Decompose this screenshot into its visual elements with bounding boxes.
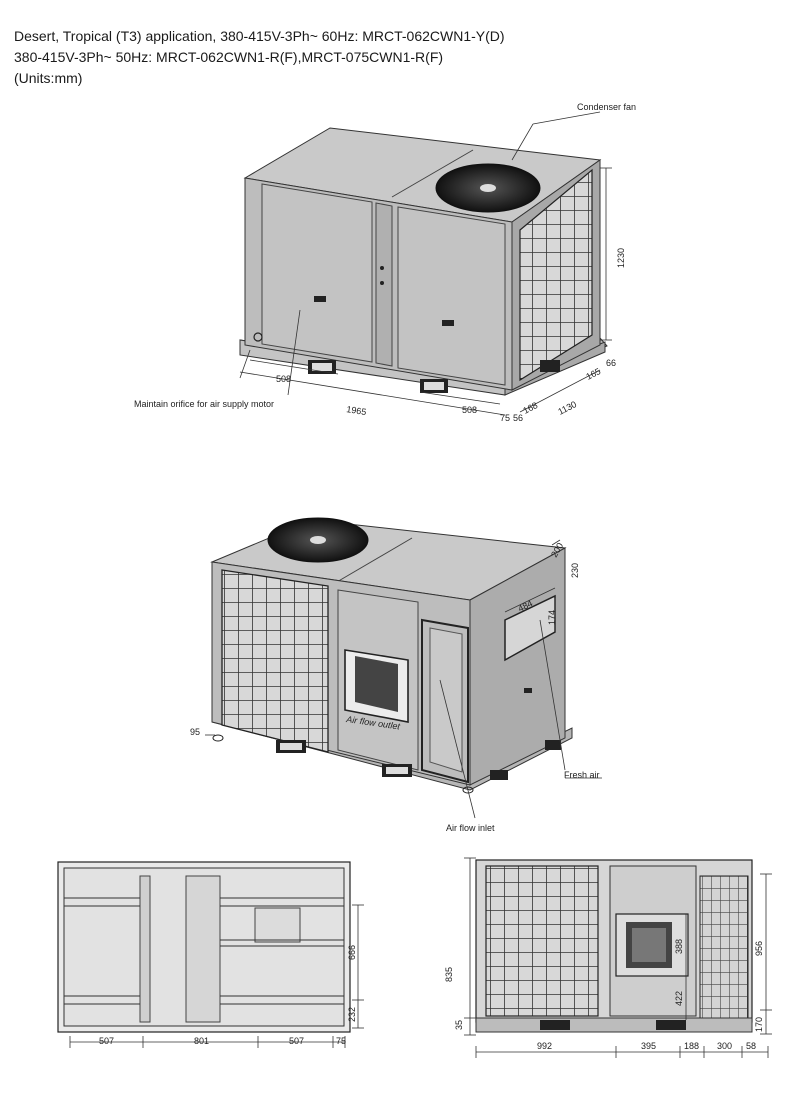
dim-height-1230: 1230: [616, 248, 626, 268]
label-air-flow-inlet: Air flow inlet: [446, 823, 495, 833]
dim-170: 170: [754, 1017, 764, 1032]
dim-95: 95: [190, 727, 200, 737]
dim-58: 58: [746, 1041, 756, 1051]
view-4-side-elevation: 835 388 422 956 35 170 992 395 188 300 5…: [444, 857, 772, 1058]
dim-232: 232: [347, 1007, 357, 1022]
dim-width-1965: 1965: [346, 404, 367, 417]
dim-666: 666: [347, 945, 357, 960]
dim-507-right: 507: [289, 1036, 304, 1046]
label-maintain-orifice: Maintain orifice for air supply motor: [134, 399, 274, 409]
view-2-isometric-front: Air flow outlet Air flow inlet Fresh air…: [190, 517, 602, 833]
units-line: (Units:mm): [14, 70, 83, 86]
title-line-1: Desert, Tropical (T3) application, 380-4…: [14, 28, 505, 44]
dim-992: 992: [537, 1041, 552, 1051]
label-fresh-air: Fresh air: [564, 770, 600, 780]
dim-508-left: 508: [276, 374, 291, 384]
dim-168: 168: [521, 400, 539, 416]
dim-188: 188: [684, 1041, 699, 1051]
dim-300: 300: [717, 1041, 732, 1051]
dim-956: 956: [754, 941, 764, 956]
dim-35: 35: [454, 1020, 464, 1030]
dim-508-right: 508: [462, 405, 477, 415]
dim-165: 165: [584, 366, 602, 382]
dim-75: 75: [500, 413, 510, 423]
dim-66: 66: [606, 358, 616, 368]
dim-388: 388: [674, 939, 684, 954]
dim-422: 422: [674, 991, 684, 1006]
dim-835: 835: [444, 967, 454, 982]
dim-56: 56: [513, 413, 523, 423]
dim-395: 395: [641, 1041, 656, 1051]
dim-801: 801: [194, 1036, 209, 1046]
view-1-isometric-rear: Condenser fan Maintain orifice for air s…: [134, 102, 636, 423]
title-block: Desert, Tropical (T3) application, 380-4…: [14, 26, 505, 89]
dim-507-left: 507: [99, 1036, 114, 1046]
dim-174: 174: [547, 610, 557, 625]
dim-depth-1130: 1130: [556, 399, 578, 417]
view-3-top-plan: 507 801 507 75 666 232: [57, 861, 364, 1048]
dim-75-plan: 75: [336, 1036, 346, 1046]
title-line-2: 380-415V-3Ph~ 50Hz: MRCT-062CWN1-R(F),MR…: [14, 49, 444, 65]
dim-230: 230: [570, 563, 580, 578]
label-condenser-fan: Condenser fan: [577, 102, 636, 112]
